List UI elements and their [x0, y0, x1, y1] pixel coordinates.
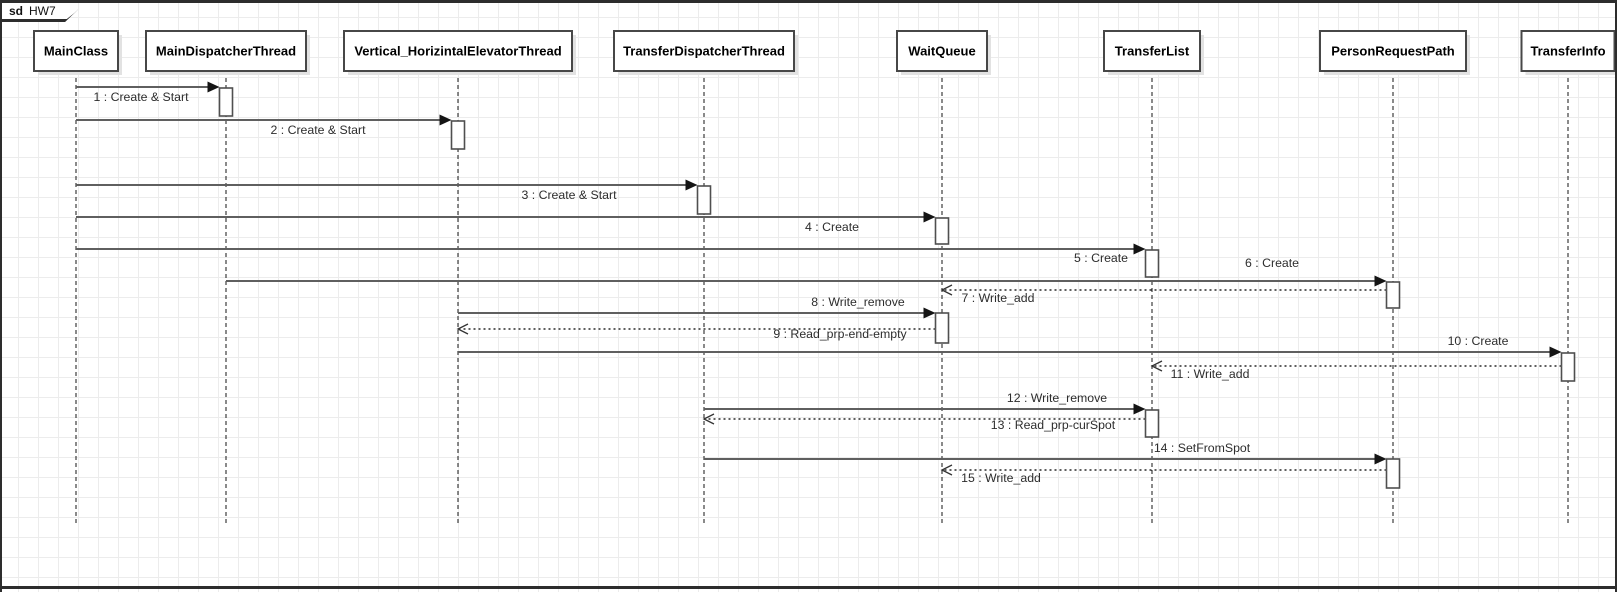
message-open-arrowhead	[456, 323, 469, 335]
message-open-arrowhead	[1150, 360, 1163, 372]
message: 1 : Create & Start	[76, 81, 220, 104]
frame-title: HW7	[29, 4, 56, 18]
participant-label: TransferInfo	[1530, 44, 1605, 59]
message-label: 14 : SetFromSpot	[1154, 441, 1251, 455]
message-label: 12 : Write_remove	[1007, 391, 1107, 405]
message-arrowhead	[923, 211, 936, 223]
activation-bar[interactable]	[450, 120, 466, 150]
message-arrowhead	[1549, 346, 1562, 358]
message-label: 13 : Read_prp-curSpot	[991, 418, 1116, 432]
message: 13 : Read_prp-curSpot	[702, 413, 1146, 432]
message-open-arrowhead	[940, 464, 953, 476]
message: 10 : Create	[458, 334, 1562, 358]
activation-bar[interactable]	[1385, 458, 1401, 489]
message: 6 : Create	[226, 256, 1387, 287]
participant-box[interactable]	[33, 30, 119, 72]
message: 4 : Create	[76, 211, 936, 234]
message: 5 : Create	[76, 243, 1146, 265]
message: 8 : Write_remove	[458, 295, 936, 319]
participant-label: Vertical_HorizintalElevatorThread	[354, 44, 561, 59]
participant-PersonRequestPath: PersonRequestPath	[1319, 30, 1470, 75]
participant-box[interactable]	[1319, 30, 1467, 72]
message-arrowhead	[207, 81, 220, 93]
participant-label: TransferDispatcherThread	[623, 44, 785, 59]
frame-bottom-border	[2, 586, 1615, 589]
message: 11 : Write_add	[1150, 360, 1562, 381]
message-arrowhead	[923, 307, 936, 319]
sequence-diagram-canvas: 1 : Create & Start 2 : Create & Start 3 : …	[33, 30, 1615, 524]
message: 14 : SetFromSpot	[704, 441, 1387, 465]
message-label: 1 : Create & Start	[93, 90, 189, 104]
participant-box[interactable]	[896, 30, 988, 72]
participant-label: WaitQueue	[908, 44, 975, 59]
participant-TransferDispatcherThread: TransferDispatcherThread	[613, 30, 798, 75]
participant-WaitQueue: WaitQueue	[896, 30, 991, 75]
message-arrowhead	[1374, 453, 1387, 465]
participant-MainDispatcherThread: MainDispatcherThread	[145, 30, 310, 75]
message: 9 : Read_prp-end-empty	[456, 323, 936, 341]
activation-bar[interactable]	[696, 185, 712, 215]
participant-label: PersonRequestPath	[1331, 44, 1455, 59]
participant-box[interactable]	[145, 30, 307, 72]
message-arrowhead	[1374, 275, 1387, 287]
participant-box[interactable]	[613, 30, 795, 72]
message-arrowhead	[1133, 243, 1146, 255]
participant-TransferList: TransferList	[1103, 30, 1204, 75]
message-label: 8 : Write_remove	[811, 295, 905, 309]
message-label: 4 : Create	[805, 220, 859, 234]
participant-TransferInfo: TransferInfo	[1520, 30, 1615, 75]
activation-bar[interactable]	[934, 312, 950, 344]
participant-box[interactable]	[1103, 30, 1201, 72]
participant-label: MainClass	[44, 44, 108, 59]
activation-bar[interactable]	[1385, 281, 1401, 309]
message: 7 : Write_add	[940, 284, 1387, 305]
message-arrowhead	[685, 179, 698, 191]
participant-label: TransferList	[1115, 44, 1190, 59]
message-label: 10 : Create	[1448, 334, 1509, 348]
participant-Vertical_HorizintalElevatorThread: Vertical_HorizintalElevatorThread	[343, 30, 576, 75]
activation-bar[interactable]	[1144, 249, 1160, 278]
activation-bar[interactable]	[1560, 352, 1576, 382]
message-label: 3 : Create & Start	[521, 188, 617, 202]
message-label: 5 : Create	[1074, 251, 1128, 265]
message-label: 7 : Write_add	[962, 291, 1035, 305]
message-label: 2 : Create & Start	[270, 123, 366, 137]
message-label: 9 : Read_prp-end-empty	[773, 327, 907, 341]
activation-bar[interactable]	[934, 217, 950, 245]
activation-bar[interactable]	[1144, 409, 1160, 438]
frame-keyword: sd	[9, 4, 24, 18]
participant-MainClass: MainClass	[33, 30, 122, 75]
frame-label-tab: sd HW7	[2, 3, 78, 22]
message-open-arrowhead	[702, 413, 715, 425]
activation-bar[interactable]	[218, 87, 234, 117]
participant-label: MainDispatcherThread	[156, 44, 296, 59]
message-open-arrowhead	[940, 284, 953, 296]
message: 2 : Create & Start	[76, 114, 452, 137]
message: 3 : Create & Start	[76, 179, 698, 202]
participant-box[interactable]	[343, 30, 573, 72]
message-arrowhead	[1133, 403, 1146, 415]
message-label: 15 : Write_add	[961, 471, 1041, 485]
participant-box[interactable]	[1520, 30, 1615, 72]
message-label: 6 : Create	[1245, 256, 1299, 270]
message: 15 : Write_add	[940, 464, 1387, 485]
message-label: 11 : Write_add	[1171, 367, 1250, 381]
message: 12 : Write_remove	[704, 391, 1146, 415]
message-arrowhead	[439, 114, 452, 126]
